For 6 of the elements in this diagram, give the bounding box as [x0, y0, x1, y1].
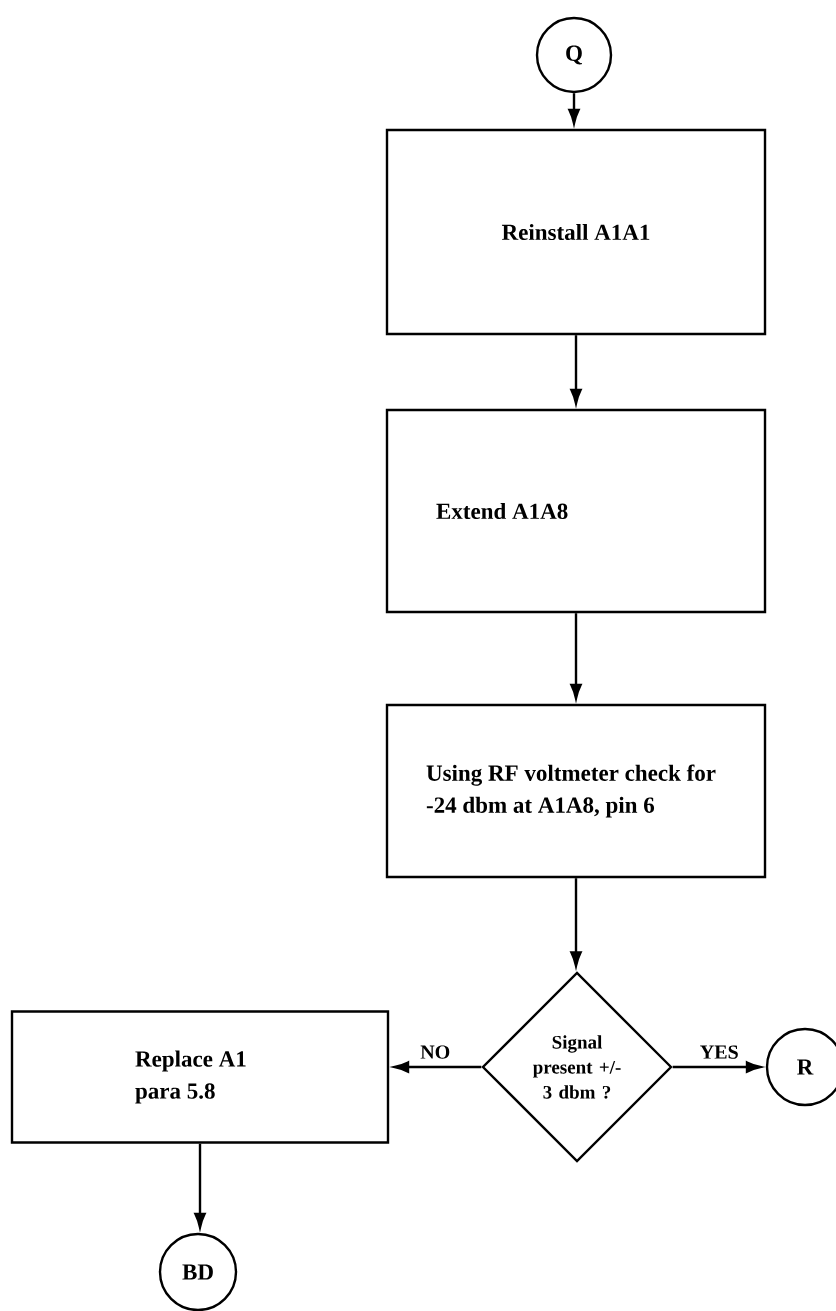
- process-box: Replace A1 para 5.8: [10, 1010, 390, 1144]
- process-box: Using RF voltmeter check for -24 dbm at A1A8, pin 6: [385, 703, 767, 879]
- edge-label: YES: [698, 1044, 740, 1060]
- process-box: Extend A1A8: [385, 408, 767, 614]
- edge-label: NO: [419, 1044, 452, 1060]
- process-box: Reinstall A1A1: [385, 128, 767, 336]
